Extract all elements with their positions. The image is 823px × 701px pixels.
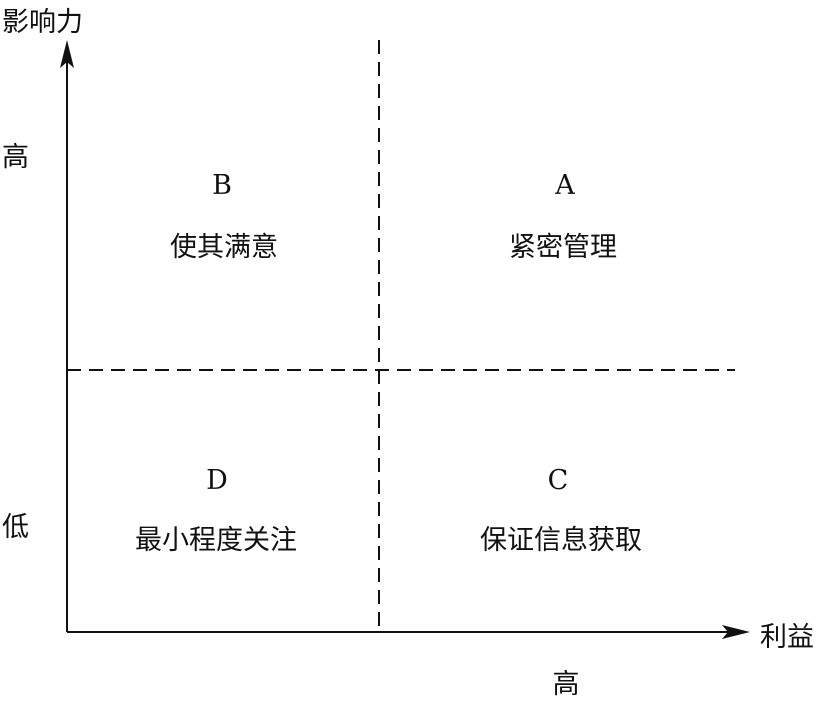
quadrant-a-letter: A: [555, 170, 575, 201]
quadrant-d-label: 最小程度关注: [135, 525, 297, 556]
y-axis-low-label: 低: [2, 512, 29, 543]
quadrant-c-label: 保证信息获取: [480, 525, 642, 556]
x-axis-title: 利益: [760, 622, 814, 653]
y-axis-high-label: 高: [2, 142, 29, 173]
y-axis-title: 影响力: [2, 7, 83, 38]
quadrant-a-label: 紧密管理: [509, 232, 617, 263]
quadrant-d-letter: D: [206, 465, 228, 496]
y-axis-arrow-icon: [60, 40, 74, 68]
x-axis-high-label: 高: [552, 669, 580, 700]
quadrant-b-label: 使其满意: [170, 232, 278, 263]
quadrant-b-letter: B: [212, 170, 232, 201]
quadrant-c-letter: C: [547, 465, 569, 496]
x-axis-arrow-icon: [722, 625, 750, 639]
